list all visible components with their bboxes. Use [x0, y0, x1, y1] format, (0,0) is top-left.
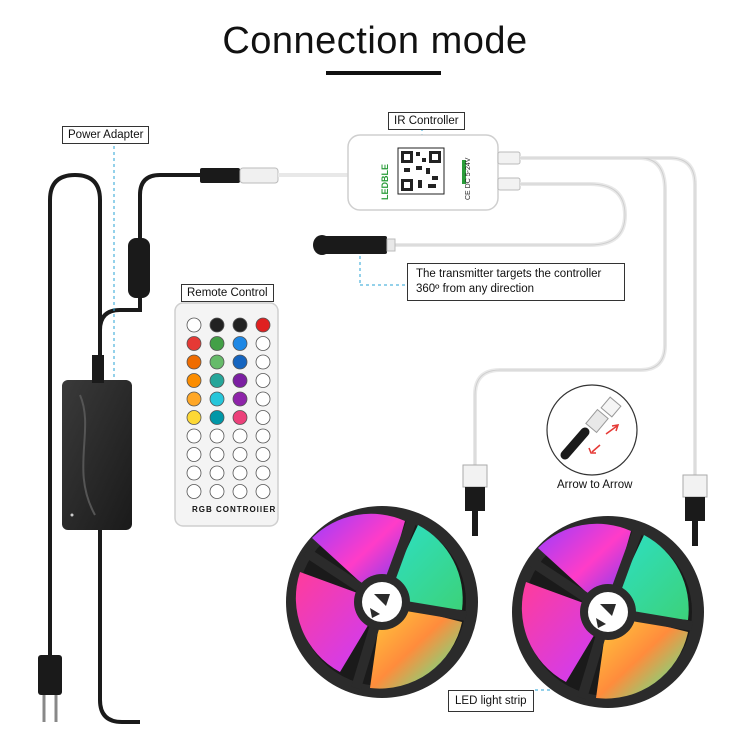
- dc-cord-bottom: [98, 530, 140, 724]
- power-adapter-label: Power Adapter: [62, 126, 150, 144]
- remote-button: [232, 410, 248, 425]
- remote-button: [186, 373, 202, 388]
- remote-button: [209, 484, 225, 499]
- remote-control: [174, 302, 279, 527]
- remote-button: [232, 317, 248, 333]
- remote-button: [209, 391, 225, 407]
- arrow-to-arrow-detail: [546, 384, 638, 476]
- remote-button: [232, 484, 248, 499]
- remote-button: [186, 484, 202, 499]
- strip-connector-1: [462, 464, 488, 536]
- remote-button: [209, 410, 225, 425]
- dc-connector: [200, 168, 240, 183]
- remote-button: [232, 465, 248, 481]
- remote-button: [209, 428, 225, 444]
- page-title: Connection mode: [222, 20, 528, 62]
- ferrite-bead: [128, 238, 150, 298]
- remote-button: [255, 317, 271, 333]
- ir-controller-device: CE DC 5-24V: [278, 134, 521, 211]
- remote-button: [209, 317, 225, 333]
- remote-button: [209, 447, 225, 462]
- controller-brand: LEDBLE: [380, 164, 390, 200]
- led-reel-1: [286, 506, 478, 698]
- remote-button: [255, 428, 271, 444]
- remote-button: [255, 336, 271, 351]
- remote-button: [209, 373, 225, 388]
- adapter-brick: [62, 380, 132, 530]
- ir-controller-label: IR Controller: [388, 112, 465, 130]
- title-underline: [326, 71, 441, 75]
- remote-button: [186, 317, 202, 333]
- remote-button: [186, 410, 202, 425]
- remote-button: [232, 391, 248, 407]
- svg-text:CE DC 5-24V: CE DC 5-24V: [465, 157, 472, 200]
- remote-button: [209, 354, 225, 370]
- strip-connector-2: [682, 474, 708, 546]
- remote-button: [186, 336, 202, 351]
- power-adapter: [38, 167, 279, 724]
- remote-footer-text: RGB CONTROllER: [192, 505, 277, 514]
- remote-button: [186, 391, 202, 407]
- dc-cord: [98, 173, 205, 355]
- remote-control-label: Remote Control: [181, 284, 274, 302]
- dc-connector-white: [239, 167, 279, 184]
- transmitter-note-line1: The transmitter targets the controller: [416, 268, 602, 280]
- remote-button: [232, 428, 248, 444]
- remote-button: [232, 447, 248, 462]
- transmitter-note-line2: 360º from any direction: [416, 283, 534, 295]
- remote-button: [255, 354, 271, 370]
- transmitter-note: The transmitter targets the controller 3…: [407, 263, 625, 301]
- led-reel-2: [512, 516, 704, 708]
- remote-button: [255, 465, 271, 481]
- remote-button: [186, 447, 202, 462]
- ac-cord: [48, 172, 102, 655]
- arrow-to-arrow-label: Arrow to Arrow: [557, 479, 633, 491]
- remote-button: [232, 336, 248, 351]
- remote-button: [186, 465, 202, 481]
- remote-button: [255, 373, 271, 388]
- remote-button: [255, 410, 271, 425]
- remote-button: [255, 484, 271, 499]
- remote-button: [255, 391, 271, 407]
- plug-body: [38, 655, 62, 695]
- led-strip-label: LED light strip: [448, 690, 534, 712]
- remote-button: [232, 354, 248, 370]
- remote-button: [186, 354, 202, 370]
- remote-button: [232, 373, 248, 388]
- remote-button: [209, 465, 225, 481]
- remote-button: [209, 336, 225, 351]
- remote-button: [255, 447, 271, 462]
- remote-button: [186, 428, 202, 444]
- ir-transmitter: [313, 235, 396, 255]
